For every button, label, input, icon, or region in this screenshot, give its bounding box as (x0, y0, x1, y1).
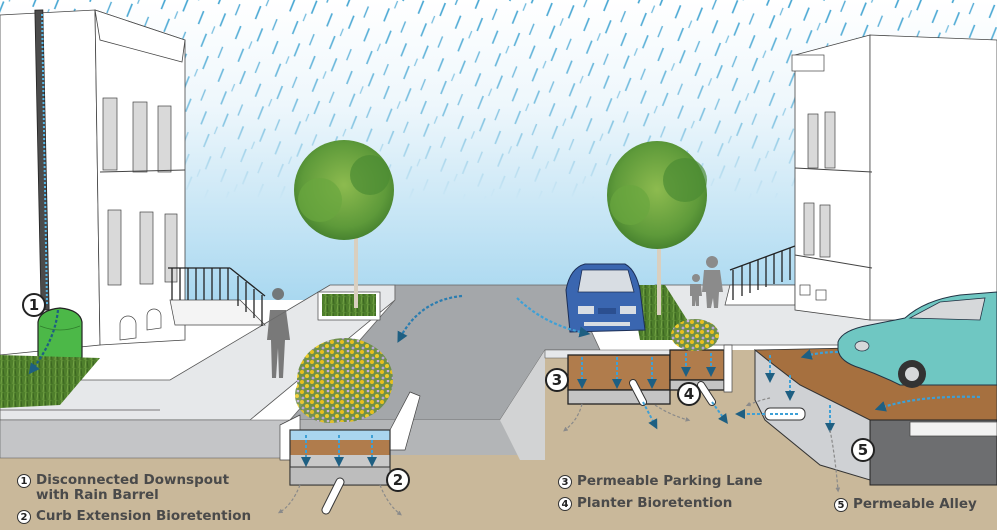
right-building (791, 34, 997, 321)
legend-right: 3 Permeable Parking Lane 4 Planter Biore… (558, 474, 763, 517)
legend-number-3: 3 (558, 475, 572, 489)
callout-1: 1 (22, 293, 46, 317)
legend-number-4: 4 (558, 497, 572, 511)
legend-number-2: 2 (17, 510, 31, 524)
blue-parked-car (565, 263, 646, 333)
callout-5: 5 (851, 438, 875, 462)
legend-text-5: Permeable Alley (853, 496, 977, 512)
legend-number-5: 5 (834, 498, 848, 512)
callout-2: 2 (386, 468, 410, 492)
family-silhouette (690, 256, 723, 308)
legend-item-3: 3 Permeable Parking Lane (558, 474, 763, 489)
legend-text-3: Permeable Parking Lane (577, 473, 763, 489)
left-building (0, 9, 266, 356)
curb-extension-bioretention (277, 338, 421, 516)
rain-barrel (37, 307, 83, 359)
left-lawn (0, 355, 100, 408)
callout-4: 4 (677, 382, 701, 406)
legend-item-4: 4 Planter Bioretention (558, 496, 763, 511)
legend-item-5: 5 Permeable Alley (834, 497, 977, 512)
legend-text-1: Disconnected Downspout (36, 472, 230, 488)
left-street-tree (294, 140, 394, 321)
pedestrian-silhouette (267, 288, 290, 378)
runoff-arrow (516, 297, 591, 338)
right-stair-railing (724, 245, 796, 306)
teal-parked-car (837, 291, 997, 388)
permeable-parking-lane (544, 349, 691, 432)
legend-text-2: Curb Extension Bioretention (36, 508, 252, 524)
legend-text-4: Planter Bioretention (577, 495, 733, 511)
legend-left: 1 Disconnected Downspout with Rain Barre… (17, 473, 251, 530)
legend-text-1b: with Rain Barrel (36, 487, 159, 503)
legend-alley: 5 Permeable Alley (834, 497, 977, 518)
permeable-alley (735, 344, 997, 493)
legend-item-2: 2 Curb Extension Bioretention (17, 509, 251, 524)
callout-3: 3 (545, 368, 569, 392)
legend-number-1: 1 (17, 474, 31, 488)
legend-item-1: 1 Disconnected Downspout with Rain Barre… (17, 473, 251, 503)
